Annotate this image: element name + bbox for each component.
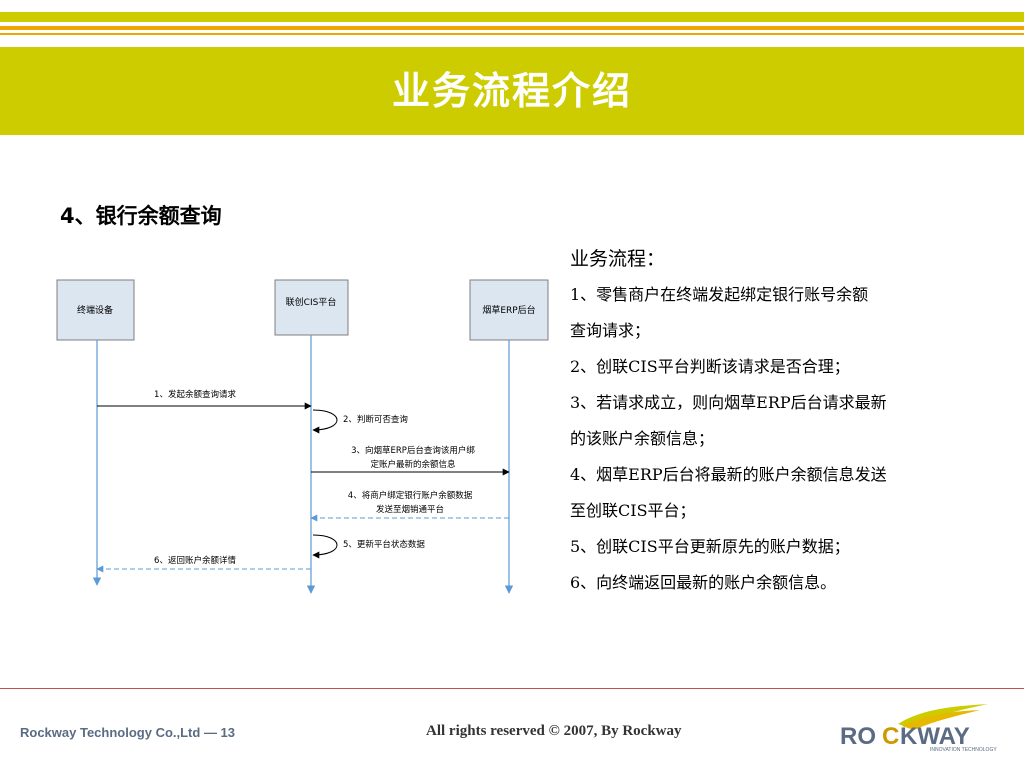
message-4-label-line2: 发送至烟销通平台 <box>376 504 444 515</box>
message-2-arrow <box>312 409 338 434</box>
top-stripe-orange <box>0 26 1024 30</box>
description-line: 的该账户余额信息； <box>570 429 715 448</box>
actor-erp-backend: 烟草ERP后台 <box>469 279 549 341</box>
message-3-label-line2: 定账户最新的余额信息 <box>370 459 456 470</box>
description-line: 查询请求； <box>570 321 651 340</box>
svg-text:RO: RO <box>840 723 876 750</box>
top-stripe-orange-thin <box>0 33 1024 35</box>
section-title: 4、银行余额查询 <box>60 204 222 228</box>
message-3-label-line1: 3、向烟草ERP后台查询该用户绑 <box>351 445 475 456</box>
description-line: 4、烟草ERP后台将最新的账户余额信息发送 <box>570 465 887 484</box>
sequence-diagram: 终端设备 联创CIS平台 烟草ERP后台 1、发起余额查询请求 2、判断可否查询… <box>56 279 549 594</box>
message-2-label: 2、判断可否查询 <box>343 414 408 425</box>
description-line: 3、若请求成立，则向烟草ERP后台请求最新 <box>570 393 887 412</box>
description-line: 2、创联CIS平台判断该请求是否合理； <box>570 357 850 376</box>
actor-cis-label: 联创CIS平台 <box>286 296 337 308</box>
description-line: 至创联CIS平台； <box>570 501 696 520</box>
actor-cis-platform: 联创CIS平台 <box>274 279 349 336</box>
message-4-label-line1: 4、将商户绑定银行账户余额数据 <box>348 490 473 501</box>
message-5-label: 5、更新平台状态数据 <box>343 539 425 550</box>
svg-text:INNOVATION TECHNOLOGY: INNOVATION TECHNOLOGY <box>930 747 997 752</box>
description-line: 6、向终端返回最新的账户余额信息。 <box>570 573 837 592</box>
page-title: 业务流程介绍 <box>391 69 632 113</box>
description-line: 1、零售商户在终端发起绑定银行账号余额 <box>570 285 869 304</box>
footer-divider <box>0 688 1024 689</box>
header-bar: 业务流程介绍 <box>0 47 1024 135</box>
message-5-arrow <box>312 534 338 559</box>
actor-terminal-label: 终端设备 <box>77 304 113 316</box>
message-1-label: 1、发起余额查询请求 <box>154 389 236 400</box>
message-6-label: 6、返回账户余额详情 <box>154 555 236 566</box>
svg-text:KWAY: KWAY <box>900 723 970 750</box>
actor-terminal: 终端设备 <box>56 279 135 341</box>
footer-company: Rockway Technology Co.,Ltd — 13 <box>20 725 236 740</box>
footer-copyright: All rights reserved © 2007, By Rockway <box>426 723 682 739</box>
top-stripe-yellow <box>0 12 1024 22</box>
actor-erp-label: 烟草ERP后台 <box>482 304 535 316</box>
process-description: 业务流程： 1、零售商户在终端发起绑定银行账号余额 查询请求； 2、创联CIS平… <box>570 244 960 601</box>
description-title: 业务流程： <box>570 248 666 270</box>
description-line: 5、创联CIS平台更新原先的账户数据； <box>570 537 850 556</box>
rockway-logo: RO C KWAY INNOVATION TECHNOLOGY <box>840 704 997 752</box>
svg-text:C: C <box>882 723 899 750</box>
